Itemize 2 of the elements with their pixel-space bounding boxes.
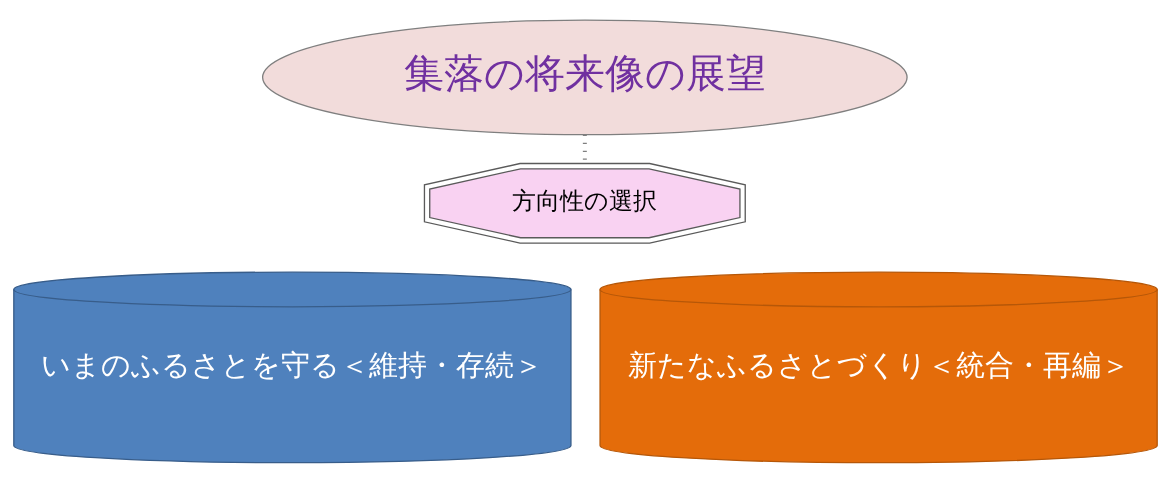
- connector: [582, 134, 587, 163]
- node-ellipse: 集落の将来像の展望: [261, 18, 908, 135]
